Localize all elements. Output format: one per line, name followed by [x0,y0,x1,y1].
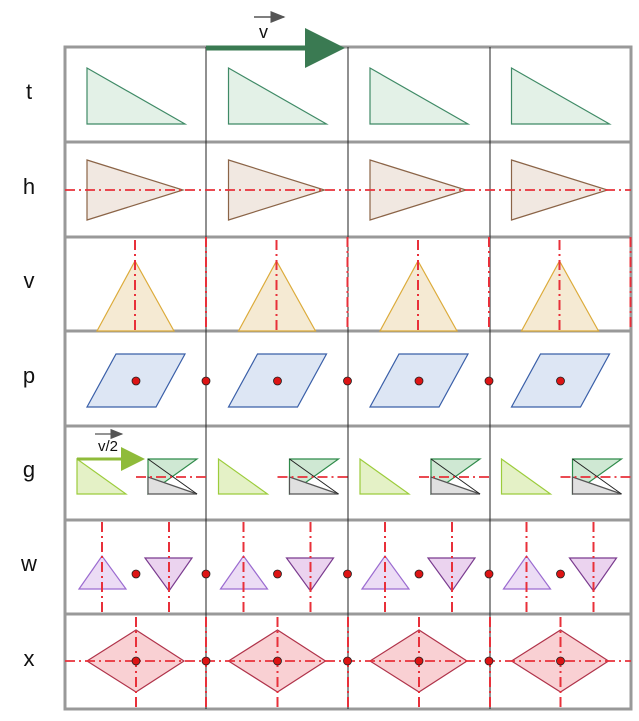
row-h-label: h [22,173,36,199]
triangle-g-diagonal [147,458,198,495]
triangle-g-gray [571,476,622,495]
rotation-center [201,569,211,579]
grid [63,45,633,711]
rotation-center [131,376,141,386]
triangle-g [76,457,128,495]
row-t-label: t [25,78,33,104]
rotation-center [343,569,352,579]
rotation-center [201,376,211,386]
row-g-label: g [22,457,36,482]
triangle-g-diagonal [430,458,481,495]
glide-vector-label: v/2 [98,438,119,455]
rotation-center [273,376,282,386]
rotation-center [484,656,494,666]
rotation-center [414,656,424,666]
rotation-center [556,569,565,579]
triangle-g-diagonal [572,458,622,495]
rotation-center [273,656,282,666]
rotation-center [414,569,424,579]
rotation-center [201,656,211,666]
triangle-t [369,66,471,125]
rotation-points [131,376,565,666]
rotation-center [556,376,565,386]
rotation-center [484,376,494,386]
vectors [77,11,345,471]
triangle-g-gray [430,476,481,495]
rotation-center [556,656,565,666]
triangle-g-gray [288,476,339,495]
triangle-t [86,66,188,125]
translation-vector-label: v [259,22,268,42]
row-x-label: x [23,645,35,671]
rotation-center [414,376,424,386]
row-w-label: w [21,551,37,576]
row-p-label: p [22,362,36,388]
rotation-center [343,656,352,666]
triangle-g [359,457,411,495]
triangle-g [217,457,270,495]
triangle-t [510,66,612,125]
rotation-center [131,656,141,666]
rotation-center [343,376,352,386]
triangle-g-gray [147,476,198,495]
rotation-center [484,569,494,579]
rotation-center [131,569,141,579]
triangle-g [500,457,553,495]
triangle-g-diagonal [289,458,339,495]
triangle-t [227,66,329,125]
row-v-label: v [23,268,35,293]
rotation-center [273,569,282,579]
